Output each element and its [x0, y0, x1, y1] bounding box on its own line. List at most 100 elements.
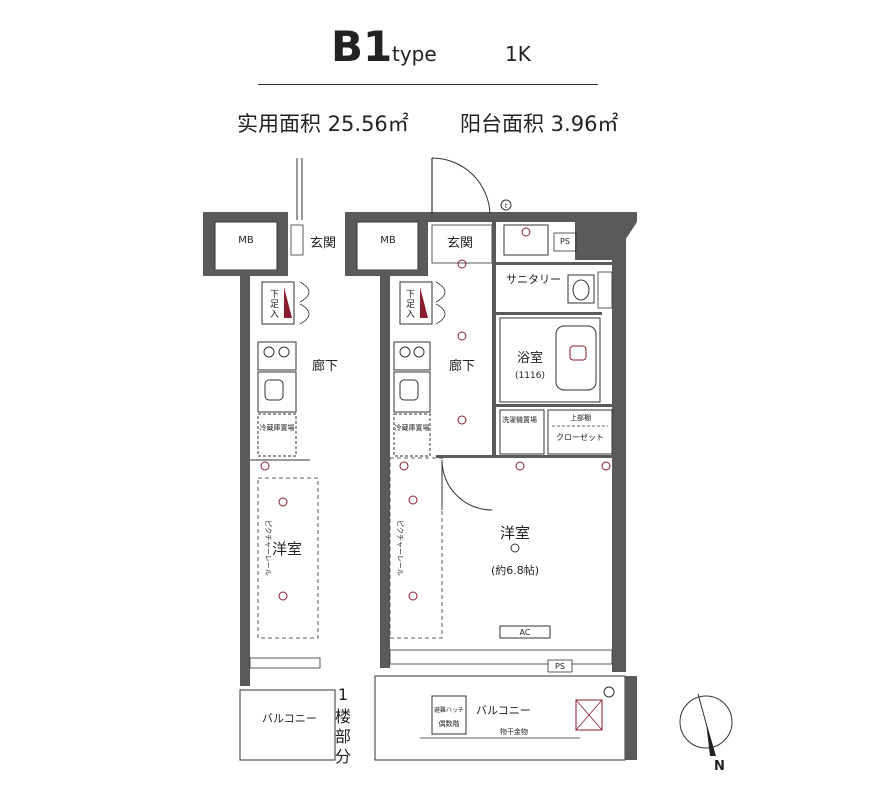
left-entrance-label: 玄関 [310, 236, 336, 251]
left-mb-label: MB [238, 235, 254, 246]
main-mb-wall-r [418, 222, 428, 272]
main-room-rail-area [389, 457, 443, 639]
main-even-floor: 偶数階 [439, 719, 460, 728]
main-bath-wall-top [496, 312, 602, 315]
main-vanity-light [521, 227, 531, 237]
compass: N [679, 693, 733, 774]
left-shoe-label: 下 [270, 290, 279, 300]
main-bathtub-drain [569, 345, 587, 361]
main-toilet-shelf [597, 271, 613, 309]
main-ps-top-box [553, 232, 577, 252]
main-bathtub [555, 325, 597, 391]
left-room-rail [257, 477, 319, 639]
compass-label: N [714, 759, 725, 774]
left-fold-door-2 [299, 303, 310, 325]
left-entrance-step [290, 224, 304, 256]
left-sink [257, 371, 297, 413]
main-fridge-label: 冷蔵庫置場 [395, 423, 430, 432]
main-sanitary-wall-top [496, 262, 616, 265]
main-mb-wall-l [345, 222, 357, 272]
main-sanitary-label: サニタリー [506, 273, 561, 286]
main-mb-bottom [345, 270, 428, 276]
main-bath-wall-bottom [496, 404, 612, 407]
main-room-wall-top [436, 455, 612, 458]
left-fold-door-1 [299, 281, 310, 303]
main-door-swing [431, 157, 491, 215]
main-balcony-wall [625, 676, 637, 760]
main-entrance-label: 玄関 [447, 236, 473, 251]
main-vanity [503, 224, 549, 256]
main-room-door-swing [441, 459, 493, 511]
main-ps-top: PS [560, 237, 570, 246]
main-outlet-r [601, 461, 611, 471]
main-bath-size: (1116) [515, 371, 545, 381]
main-drying-label: 物干金物 [500, 727, 528, 736]
left-picture-rail: ピクチャーレール [264, 520, 272, 576]
left-plan: MB 玄関 下 足 入 冷蔵庫置場 廊下 洋室 ピクチャーレール [203, 158, 351, 766]
main-ceiling-light [510, 543, 520, 553]
type-code: B1 [331, 22, 393, 71]
left-light-2 [278, 591, 288, 601]
left-mb-wall-r [277, 222, 288, 272]
main-entrance-light [457, 259, 467, 269]
main-intercom [500, 199, 512, 211]
usable-area: 实用面积 25.56㎡ [237, 112, 409, 136]
main-fold-door-2 [435, 303, 446, 325]
main-top-wall [345, 212, 637, 222]
main-shoe-label: 下 [406, 290, 415, 300]
main-upper-shelf: 上部棚 [570, 413, 591, 422]
left-mb-bottom [203, 270, 288, 276]
left-burner-1 [263, 346, 275, 358]
compass-ring [679, 695, 733, 749]
main-ps-bottom-box [547, 659, 573, 673]
main-sanitary-wall-l [492, 222, 496, 457]
main-sink-bowl [399, 379, 419, 401]
main-mb-label: MB [380, 235, 396, 246]
floor-note-3: 分 [335, 747, 351, 766]
main-ps-bottom: PS [555, 662, 565, 671]
left-light-1 [278, 497, 288, 507]
main-ac-outdoor-x2 [575, 699, 603, 731]
main-sink [393, 371, 431, 413]
type-word: type [392, 42, 437, 66]
main-fold-door-1 [435, 281, 446, 303]
main-light-1 [408, 495, 418, 505]
main-outlet-m [515, 461, 525, 471]
main-bath-label: 浴室 [517, 350, 543, 366]
main-intercom-t: t [505, 203, 508, 210]
main-evac-label: 避難ハッチ [434, 706, 464, 714]
left-shoe-accent [284, 287, 292, 318]
main-fridge-area [393, 413, 431, 457]
main-room-size: (約6.8帖) [491, 563, 539, 577]
main-stove [393, 341, 431, 371]
main-mb-box [356, 221, 419, 271]
main-outlet-l [399, 461, 409, 471]
left-shoe-label-2: 足 [270, 299, 279, 310]
main-bathroom [499, 317, 601, 403]
main-picture-rail: ピクチャーレール [396, 520, 404, 576]
main-burner-1 [399, 346, 411, 358]
left-window [249, 657, 321, 669]
main-window [389, 649, 613, 665]
left-top-wall [203, 212, 288, 222]
main-corridor-label: 廊下 [449, 358, 475, 374]
main-closet-label: クローゼット [556, 432, 604, 442]
left-burner-2 [278, 346, 290, 358]
north-arrow-icon [706, 722, 716, 756]
left-balcony-label: バルコニー [262, 712, 317, 725]
left-shoe-label-3: 入 [270, 309, 279, 320]
main-room-label: 洋室 [500, 524, 530, 542]
main-toilet-bowl [572, 279, 590, 301]
main-right-wall-corner [575, 222, 637, 260]
main-ac-unit [499, 625, 551, 639]
left-fridge-label: 冷蔵庫置場 [260, 423, 295, 432]
main-corridor-light-1 [457, 331, 467, 341]
main-balcony-drain [603, 686, 615, 698]
left-corridor-label: 廊下 [312, 358, 338, 374]
main-washer-label: 洗濯機置場 [502, 415, 537, 424]
main-shoe-accent [420, 287, 428, 318]
left-fridge-area [257, 413, 297, 457]
left-balcony [239, 689, 336, 761]
main-shoe-label-2: 足 [406, 299, 415, 310]
